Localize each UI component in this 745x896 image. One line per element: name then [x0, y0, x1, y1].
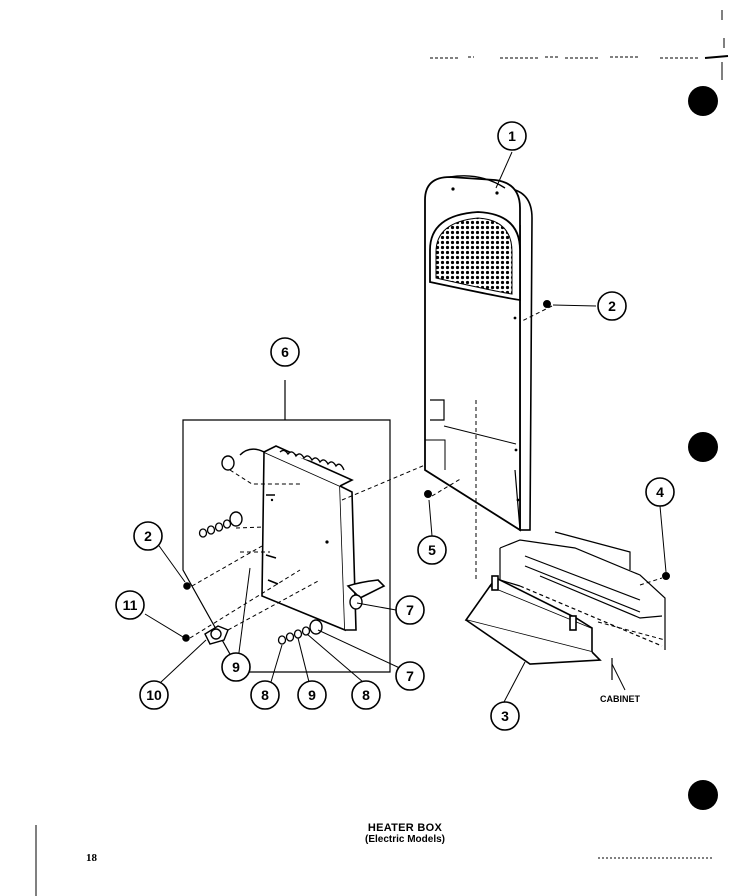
callout-3-label: 3 — [501, 708, 509, 724]
callout-9-right: 9 — [297, 680, 327, 710]
scan-artifacts — [35, 10, 729, 896]
title-line-2: (Electric Models) — [364, 834, 446, 845]
callout-9-right-label: 9 — [308, 687, 316, 703]
callout-2-right: 2 — [597, 291, 627, 321]
callout-7-lower: 7 — [395, 661, 425, 691]
callout-8-right-label: 8 — [362, 687, 370, 703]
registration-dot-bottom — [688, 780, 718, 810]
heater-element — [239, 445, 386, 632]
connector-sleeves — [221, 455, 363, 635]
thermostat — [204, 625, 229, 645]
registration-dot-top — [688, 86, 718, 116]
callout-11-label: 11 — [123, 597, 138, 613]
callout-5: 5 — [417, 535, 447, 565]
callout-8-left: 8 — [250, 680, 280, 710]
title-line-1: HEATER BOX — [367, 822, 443, 834]
registration-dot-middle — [688, 432, 718, 462]
callout-11: 11 — [115, 590, 145, 620]
callout-6: 6 — [270, 337, 300, 367]
callout-2-right-label: 2 — [608, 298, 616, 314]
callout-10-label: 10 — [146, 687, 162, 703]
callout-4-label: 4 — [656, 484, 664, 500]
diagram-title: HEATER BOX (Electric Models) — [300, 822, 510, 845]
heater-assembly-frame — [182, 380, 391, 673]
callout-9-left-label: 9 — [232, 659, 240, 675]
callout-1: 1 — [497, 121, 527, 151]
washer-stack — [198, 519, 232, 538]
callout-10: 10 — [139, 680, 169, 710]
callout-7-upper-label: 7 — [406, 602, 414, 618]
cabinet-label: CABINET — [600, 694, 641, 704]
back-panel — [424, 175, 533, 532]
callout-1-label: 1 — [508, 128, 516, 144]
callout-3: 3 — [490, 701, 520, 731]
screws — [182, 300, 670, 642]
callout-4: 4 — [645, 477, 675, 507]
callout-7-lower-label: 7 — [406, 668, 414, 684]
callout-8-right: 8 — [351, 680, 381, 710]
callout-2-left-label: 2 — [144, 528, 152, 544]
terminal-hardware — [277, 626, 311, 645]
cabinet-section — [499, 531, 666, 680]
callout-5-label: 5 — [428, 542, 436, 558]
callout-9-left: 9 — [221, 652, 251, 682]
callout-8-left-label: 8 — [261, 687, 269, 703]
callout-2-left: 2 — [133, 521, 163, 551]
callouts: 1 2 6 4 2 5 11 7 9 7 10 8 9 8 3 — [115, 121, 675, 731]
bottom-bracket — [464, 575, 602, 665]
assembly-lines — [189, 305, 666, 641]
leader-lines — [144, 151, 667, 703]
callout-6-label: 6 — [281, 344, 289, 360]
callout-7-upper: 7 — [395, 595, 425, 625]
page-number: 18 — [86, 852, 97, 864]
